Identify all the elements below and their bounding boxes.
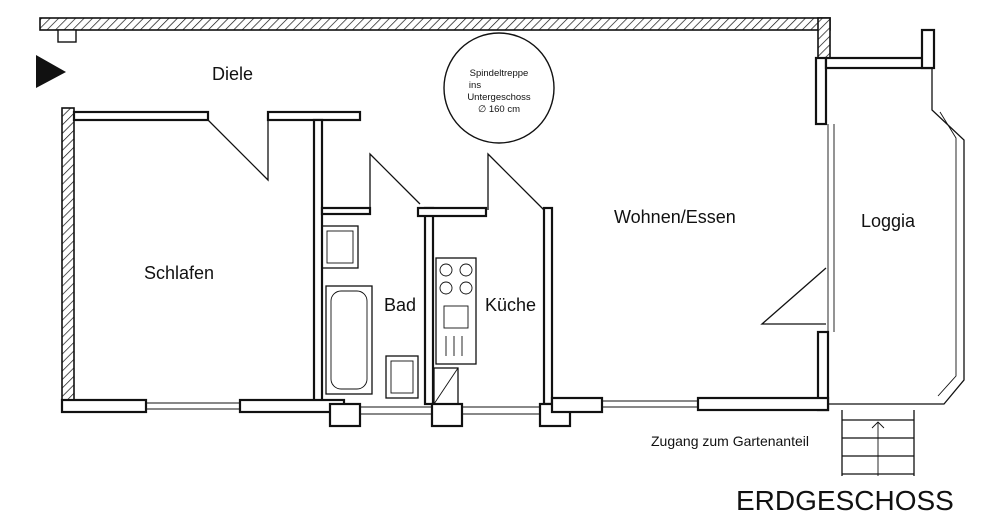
floor-title: ERDGESCHOSS (736, 485, 954, 516)
room-label-loggia: Loggia (861, 211, 916, 231)
room-label-diele: Diele (212, 64, 253, 84)
room-label-kueche: Küche (485, 295, 536, 315)
kitchen-fixtures (433, 257, 477, 405)
exterior-walls (39, 17, 831, 411)
garden-stairs (841, 410, 915, 476)
spiral-stair (443, 32, 555, 144)
garden-access-label: Zugang zum Gartenanteil (651, 433, 809, 449)
stair-note-line1: Spindeltreppe (470, 68, 529, 79)
bath-fixtures (321, 225, 419, 399)
stair-note-line2: ins (469, 80, 481, 91)
entrance-arrow-icon (36, 55, 66, 88)
door-swings (207, 119, 827, 325)
interior-walls (72, 28, 936, 412)
room-label-bad: Bad (384, 295, 416, 315)
loggia-outline (827, 68, 965, 405)
room-label-wohnen: Wohnen/Essen (614, 207, 736, 227)
room-label-schlafen: Schlafen (144, 263, 214, 283)
stair-note-line4: ∅ 160 cm (478, 104, 520, 115)
bottom-wall (60, 396, 830, 428)
stair-note-line3: Untergeschoss (467, 92, 531, 103)
